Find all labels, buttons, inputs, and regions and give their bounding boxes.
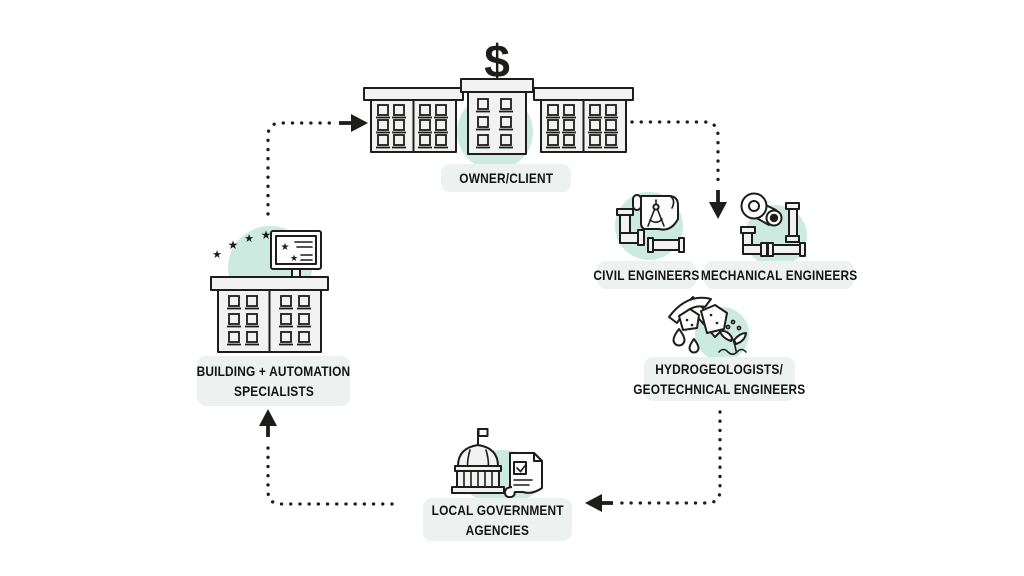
label-text: OWNER/CLIENT	[459, 170, 553, 186]
label-text: BUILDING + AUTOMATION	[196, 363, 351, 379]
label-owner-client: OWNER/CLIENT	[441, 164, 571, 192]
arrow-building-automation-to-owner	[266, 114, 368, 216]
label-civil-engineers: CIVIL ENGINEERS	[593, 261, 699, 289]
label-text: AGENCIES	[465, 521, 530, 538]
robotic-arm-pipes-icon	[740, 192, 807, 267]
label-local-government-agencies: LOCAL GOVERNMENT AGENCIES	[423, 498, 572, 541]
pickaxe-rocks-water-plant-icon	[668, 296, 749, 361]
star-icon: ★	[212, 248, 222, 261]
star-icon: ★	[290, 254, 298, 264]
label-building-automation-specialists: BUILDING + AUTOMATION SPECIALISTS	[197, 356, 350, 406]
arrow-hydrogeologists-to-local-government	[585, 410, 722, 512]
star-icon: ★	[261, 228, 272, 242]
star-icon: ★	[228, 238, 239, 252]
label-text: SPECIALISTS	[233, 383, 314, 399]
label-hydrogeologists-geotechnical: HYDROGEOLOGISTS/ GEOTECHNICAL ENGINEERS	[633, 357, 805, 401]
star-icon: ★	[281, 242, 290, 253]
label-text: LOCAL GOVERNMENT	[431, 501, 564, 518]
capitol-building-scroll-icon	[451, 428, 543, 504]
label-text: GEOTECHNICAL ENGINEERS	[633, 381, 806, 397]
blueprint-compass-pipes-icon	[615, 192, 685, 260]
arrow-local-government-to-building-automation	[259, 409, 394, 506]
label-text: CIVIL ENGINEERS	[593, 267, 700, 283]
building-monitor-stars-icon: ★ ★ ★ ★ ★ ★	[210, 226, 329, 353]
office-buildings-dollar-icon: $	[363, 35, 634, 170]
label-text: HYDROGEOLOGISTS/	[655, 361, 784, 377]
label-mechanical-engineers: MECHANICAL ENGINEERS	[701, 261, 857, 289]
star-icon: ★	[244, 232, 254, 245]
arrow-owner-to-engineers	[630, 120, 727, 219]
label-text: MECHANICAL ENGINEERS	[700, 267, 858, 283]
